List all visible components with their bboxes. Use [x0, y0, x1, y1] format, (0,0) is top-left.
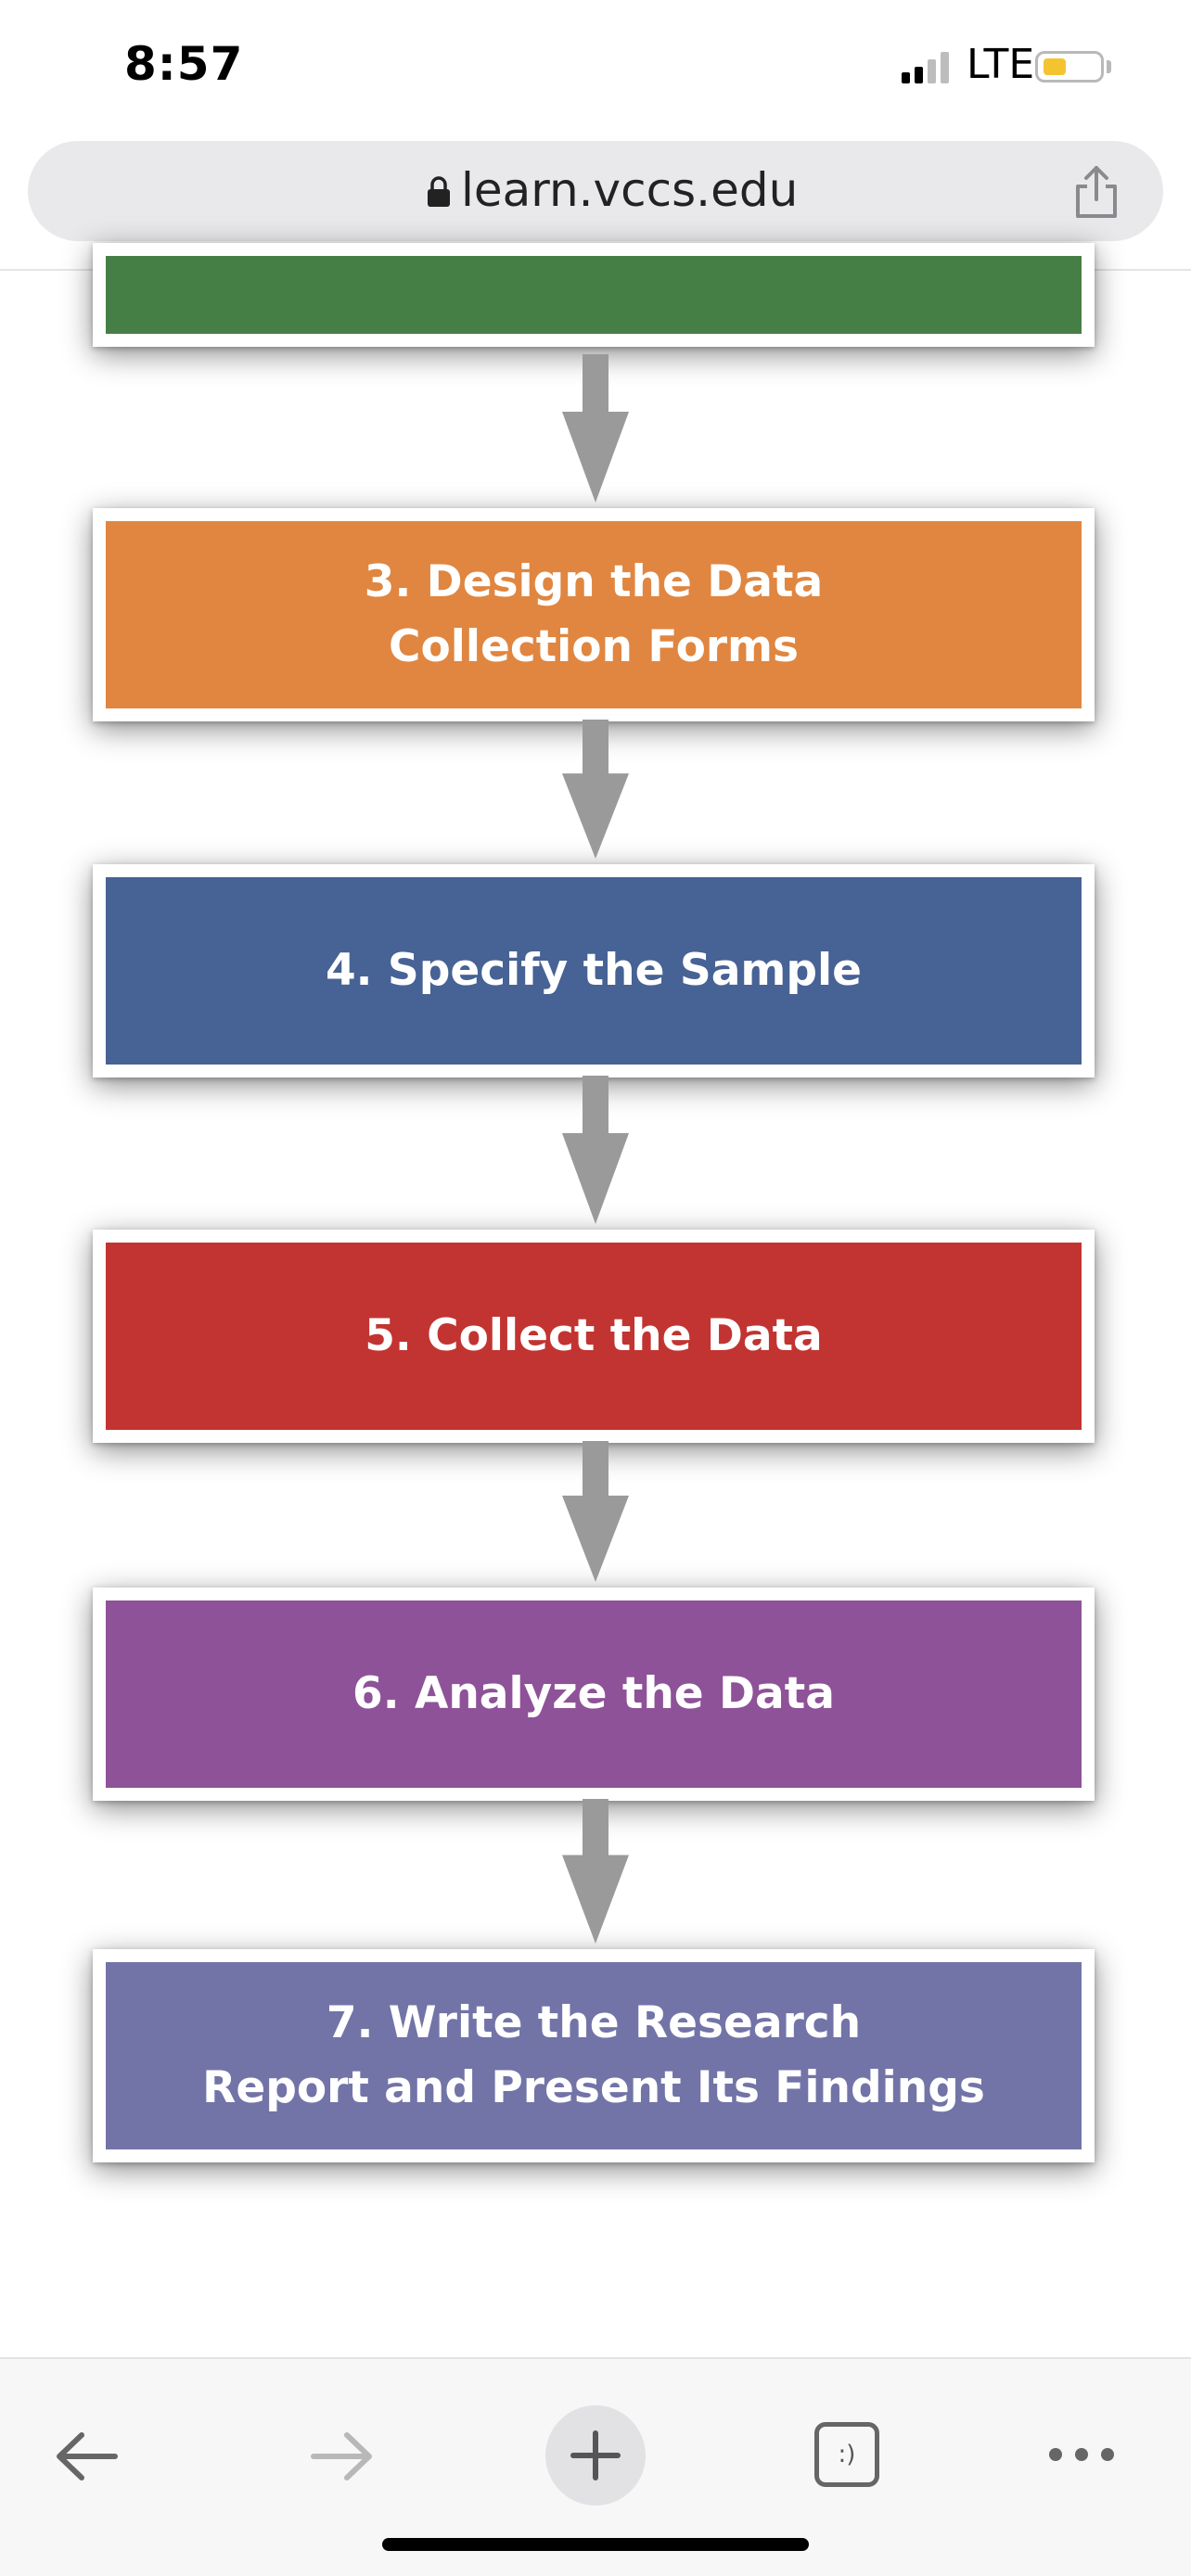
- home-indicator: [382, 2538, 809, 2551]
- tabs-label: :): [838, 2441, 856, 2468]
- more-icon[interactable]: [1044, 2431, 1119, 2478]
- arrow-down-icon: [562, 354, 629, 503]
- forward-arrow-icon[interactable]: [299, 2415, 382, 2498]
- arrow-down-icon: [562, 720, 629, 859]
- battery-cap: [1107, 60, 1111, 73]
- research-process-diagram: 3. Design the Data Collection Forms 4. S…: [0, 243, 1191, 2357]
- network-type: LTE: [967, 41, 1035, 88]
- clock-time: 8:57: [124, 37, 244, 91]
- tabs-icon[interactable]: :): [814, 2422, 879, 2487]
- arrow-down-icon: [562, 1441, 629, 1582]
- step-7-label: 7. Write the Research Report and Present…: [202, 1997, 985, 2113]
- new-tab-button[interactable]: [545, 2405, 646, 2506]
- battery-level: [1044, 58, 1066, 75]
- arrow-down-icon: [562, 1799, 629, 1944]
- step-7-box: 7. Write the Research Report and Present…: [93, 1949, 1095, 2162]
- signal-strength-icon: [902, 52, 949, 83]
- step-5-box: 5. Collect the Data: [93, 1230, 1095, 1443]
- battery-icon: [1035, 51, 1104, 83]
- lock-icon: [428, 176, 450, 207]
- step-2-box: [93, 243, 1095, 347]
- share-icon[interactable]: [1067, 162, 1126, 222]
- step-4-box: 4. Specify the Sample: [93, 864, 1095, 1078]
- status-bar: 8:57 LTE: [0, 0, 1191, 134]
- step-3-label: 3. Design the Data Collection Forms: [364, 556, 824, 672]
- step-3-box: 3. Design the Data Collection Forms: [93, 508, 1095, 721]
- step-5-label: 5. Collect the Data: [365, 1310, 823, 1361]
- step-4-label: 4. Specify the Sample: [325, 945, 863, 996]
- step-6-label: 6. Analyze the Data: [352, 1668, 835, 1719]
- address-bar[interactable]: [28, 141, 1163, 241]
- step-6-box: 6. Analyze the Data: [93, 1588, 1095, 1801]
- arrow-down-icon: [562, 1076, 629, 1224]
- back-arrow-icon[interactable]: [46, 2415, 130, 2498]
- new-tab-plus-icon: [570, 2430, 621, 2480]
- url-text[interactable]: learn.vccs.edu: [461, 163, 799, 217]
